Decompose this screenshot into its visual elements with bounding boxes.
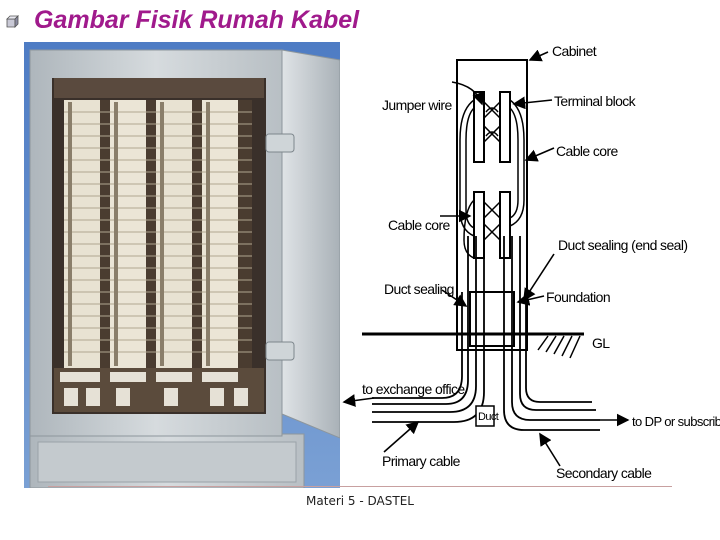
footer-text: Materi 5 - DASTEL [0,494,720,508]
label-cabinet: Cabinet [552,43,597,59]
ground-hatch [538,336,580,358]
cabinet-photo [24,42,340,488]
door-hinge-top [266,134,294,152]
slide-title: Gambar Fisik Rumah Kabel [34,6,359,35]
footer-divider [48,486,672,487]
label-primary-cable: Primary cable [382,453,461,469]
label-cable-core-left: Cable core [388,217,451,233]
door-hinge-bottom [266,342,294,360]
label-gl: GL [592,335,610,351]
right-cable-loops [510,100,524,226]
label-foundation: Foundation [546,289,610,305]
label-duct-sealing: Duct sealing [384,281,454,297]
3d-box-bullet-icon [4,14,20,30]
open-door [282,50,340,438]
label-duct-sealing-end: Duct sealing (end seal) [558,237,687,253]
duct-label: Duct [478,411,499,423]
cabinet-schematic: Duct Cabinet Jumper wire Terminal block … [340,36,720,488]
left-cable-loops [460,100,474,258]
label-to-dp-subscriber: to DP or subscriber [632,414,720,429]
label-to-exchange-office: to exchange office [362,381,465,397]
label-cable-core-right: Cable core [556,143,619,159]
label-secondary-cable: Secondary cable [556,465,652,481]
terminal-block-upper [474,92,510,162]
label-terminal-block: Terminal block [554,93,637,109]
terminal-rows [64,112,252,352]
label-jumper-wire: Jumper wire [382,97,452,113]
